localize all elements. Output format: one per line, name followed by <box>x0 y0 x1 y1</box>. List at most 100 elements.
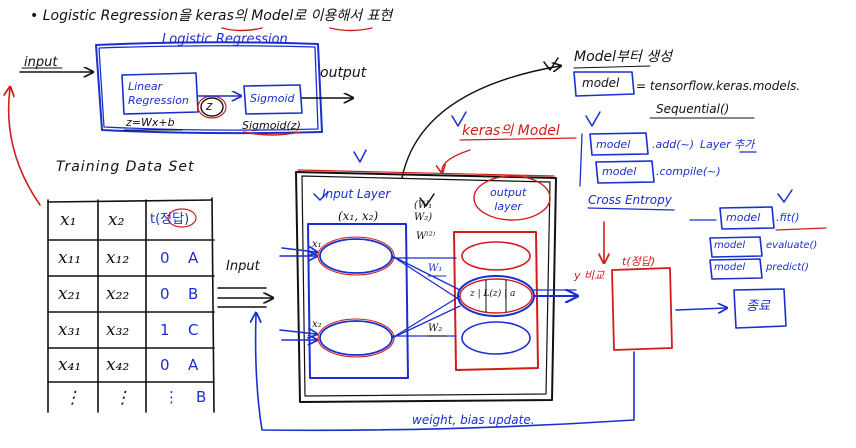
keras-model-underline <box>459 137 577 141</box>
weights-label: (W₁ W₂) <box>414 200 433 223</box>
logistic-box-border-2 <box>98 45 319 131</box>
add-note: Layer 추가 <box>700 138 755 151</box>
x2-label: x₂ <box>312 319 322 330</box>
linear-regression-label: Linear Regression <box>128 80 189 108</box>
output-layer-circle <box>473 175 551 221</box>
answer-circle <box>167 208 197 228</box>
x1-label: x₁ <box>312 239 322 250</box>
update-loop <box>256 314 635 432</box>
table-header-x1: x₁ <box>60 210 77 230</box>
update-label: weight, bias update. <box>412 413 535 427</box>
output-layer-rect <box>453 231 539 371</box>
sigmoid-box <box>243 84 303 115</box>
input-arrow-label: Input <box>226 259 260 274</box>
table-cell: x₂₂ <box>106 284 130 304</box>
output-node-text: z | L(z) | a <box>470 289 516 299</box>
keras-model-title: keras의 Model <box>462 123 560 139</box>
sigmoid-label: Sigmoid <box>250 92 295 105</box>
evaluate-box <box>709 236 763 258</box>
fit-object: model <box>726 211 761 224</box>
output-node-bottom <box>461 321 531 355</box>
table-cell: B <box>196 388 207 406</box>
predict-call: predict() <box>766 262 809 273</box>
page-title: • Logistic Regression을 keras의 Model로 이용해… <box>30 8 393 24</box>
w-superscript-label: W⁽²⁾ <box>416 231 436 242</box>
add-compile-bracket <box>579 133 583 187</box>
evaluate-object: model <box>714 240 746 251</box>
table-cell: A <box>188 249 199 267</box>
output-node-top <box>461 241 531 271</box>
input-node-1-red <box>317 236 395 276</box>
input-arrows <box>279 248 316 340</box>
model-assignment: = tensorflow.keras.models. <box>636 79 801 93</box>
compile-box <box>595 160 655 184</box>
compile-call: .compile(~) <box>656 165 721 178</box>
input-layer-rect <box>307 223 409 379</box>
fit-box <box>719 206 775 230</box>
input-node-1 <box>319 238 393 274</box>
fit-underline <box>775 227 827 231</box>
input-node-2 <box>319 320 393 356</box>
input-node-2-red <box>317 318 395 358</box>
model-word: model <box>582 76 620 90</box>
end-label: 종료 <box>746 299 770 314</box>
logistic-box-label: Logistic Regression <box>162 32 288 47</box>
z-symbol: z <box>206 99 213 113</box>
table-header-x2: x₂ <box>108 210 125 230</box>
w2-label: W₂ <box>428 323 443 334</box>
predict-object: model <box>714 262 746 273</box>
table-cell: x₃₂ <box>106 320 130 340</box>
linear-box <box>121 72 199 115</box>
fit-call: .fit() <box>776 211 800 224</box>
t-to-end-arrow <box>675 308 726 310</box>
input-label: input <box>24 55 58 70</box>
table-cell: 0 <box>160 356 170 374</box>
input-layer-label: Input Layer <box>322 187 391 201</box>
training-title: Training Data Set <box>56 159 195 175</box>
keras-box <box>295 171 557 403</box>
z-formula: z=Wx+b <box>126 116 175 129</box>
table-cell: x₁₁ <box>58 248 82 268</box>
z-circle <box>200 97 224 117</box>
model-sequential: Sequential() <box>656 102 730 116</box>
keras-box-red <box>297 169 555 177</box>
table-header-t: t(정답) <box>150 212 190 227</box>
connections <box>391 255 461 339</box>
table-cell: C <box>188 321 199 339</box>
output-layer-label: output layer <box>490 186 527 213</box>
model-heading-underline <box>573 65 651 69</box>
input-pair-label: (x₁, x₂) <box>338 209 379 223</box>
table-cell: x₄₂ <box>106 355 130 375</box>
model-heading: Model부터 생성 <box>574 49 673 65</box>
cross-entropy-label: Cross Entropy <box>588 193 672 207</box>
keras-box-2 <box>301 175 551 397</box>
predict-box <box>709 258 763 280</box>
t-answer-label: t(정답) <box>622 255 656 268</box>
table-cell: x₄₁ <box>58 355 82 375</box>
red-loop-arrow <box>9 88 41 206</box>
end-box <box>733 288 787 329</box>
cross-entropy-underline <box>587 207 675 211</box>
table-cell: 0 <box>160 285 170 303</box>
table-cell: x₂₁ <box>58 284 82 304</box>
add-object: model <box>596 138 631 151</box>
title-underline-keras <box>221 27 263 32</box>
title-underline-model <box>329 27 373 32</box>
keras-to-model-arrow <box>401 66 560 179</box>
evaluate-call: evaluate() <box>766 240 818 251</box>
table-grid <box>47 197 215 413</box>
table-cell: 1 <box>160 321 170 339</box>
table-cell: ⋮ <box>164 388 179 406</box>
logistic-box-border <box>95 41 323 135</box>
model-box <box>573 71 635 97</box>
output-label: output <box>320 65 367 81</box>
table-cell: x₁₂ <box>106 248 130 268</box>
y-compare-label: y 비교 <box>574 269 605 282</box>
table-cell: A <box>188 356 199 374</box>
table-cell: ⋮ <box>114 388 131 408</box>
add-box <box>589 132 649 156</box>
table-cell: x₃₁ <box>58 320 82 340</box>
table-cell: 0 <box>160 249 170 267</box>
